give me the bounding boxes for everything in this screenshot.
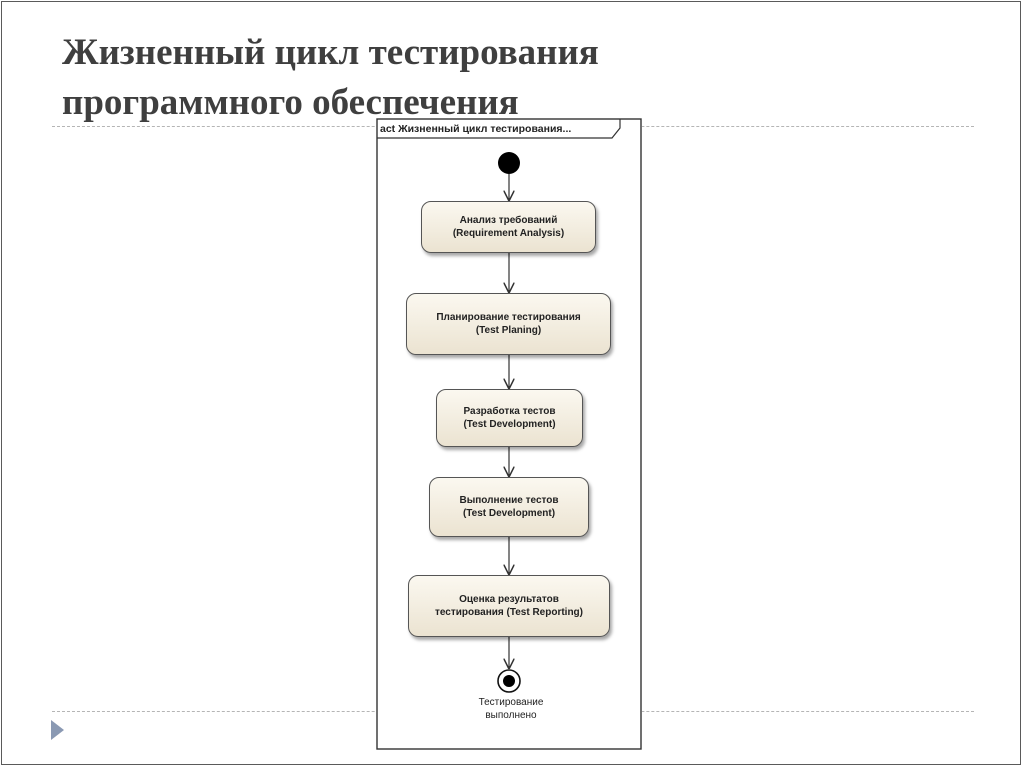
initial-node [498, 152, 520, 174]
activity-test-execution: Выполнение тестов (Test Development) [429, 477, 589, 537]
final-node-label: Тестирование выполнено [456, 696, 566, 722]
node-line-2: (Test Development) [462, 508, 556, 519]
node-line-2: тестирования (Test Reporting) [434, 607, 583, 618]
node-line-2: (Test Development) [463, 419, 556, 430]
slide-title: Жизненный цикл тестирования программного… [62, 28, 762, 128]
activity-test-development: Разработка тестов (Test Development) [436, 389, 583, 447]
node-line-2: (Requirement Analysis) [452, 228, 565, 239]
final-label-line-2: выполнено [485, 710, 537, 721]
node-line-2: (Test Planing) [475, 325, 542, 336]
title-line-1: Жизненный цикл тестирования [62, 32, 599, 73]
node-line-1: Разработка тестов [463, 406, 556, 417]
node-line-1: Планирование тестирования [436, 312, 581, 323]
activity-test-planning: Планирование тестирования (Test Planing) [406, 293, 611, 355]
title-line-2: программного обеспечения [62, 82, 519, 123]
node-line-1: Анализ требований [459, 215, 558, 226]
activity-test-reporting: Оценка результатов тестирования (Test Re… [408, 575, 610, 637]
triangle-bullet-icon [51, 720, 64, 740]
diagram-frame-label: act Жизненный цикл тестирования... [380, 123, 572, 135]
final-label-line-1: Тестирование [478, 697, 544, 708]
diagram-frame [376, 118, 642, 750]
diagram-frame-tab [377, 119, 621, 139]
node-line-1: Оценка результатов [459, 594, 559, 605]
final-node-core [503, 675, 515, 687]
activity-diagram: act Жизненный цикл тестирования... Анали… [376, 118, 642, 750]
activity-requirement-analysis: Анализ требований (Requirement Analysis) [421, 201, 596, 253]
node-line-1: Выполнение тестов [459, 495, 559, 506]
diagram-graphics [376, 118, 642, 750]
